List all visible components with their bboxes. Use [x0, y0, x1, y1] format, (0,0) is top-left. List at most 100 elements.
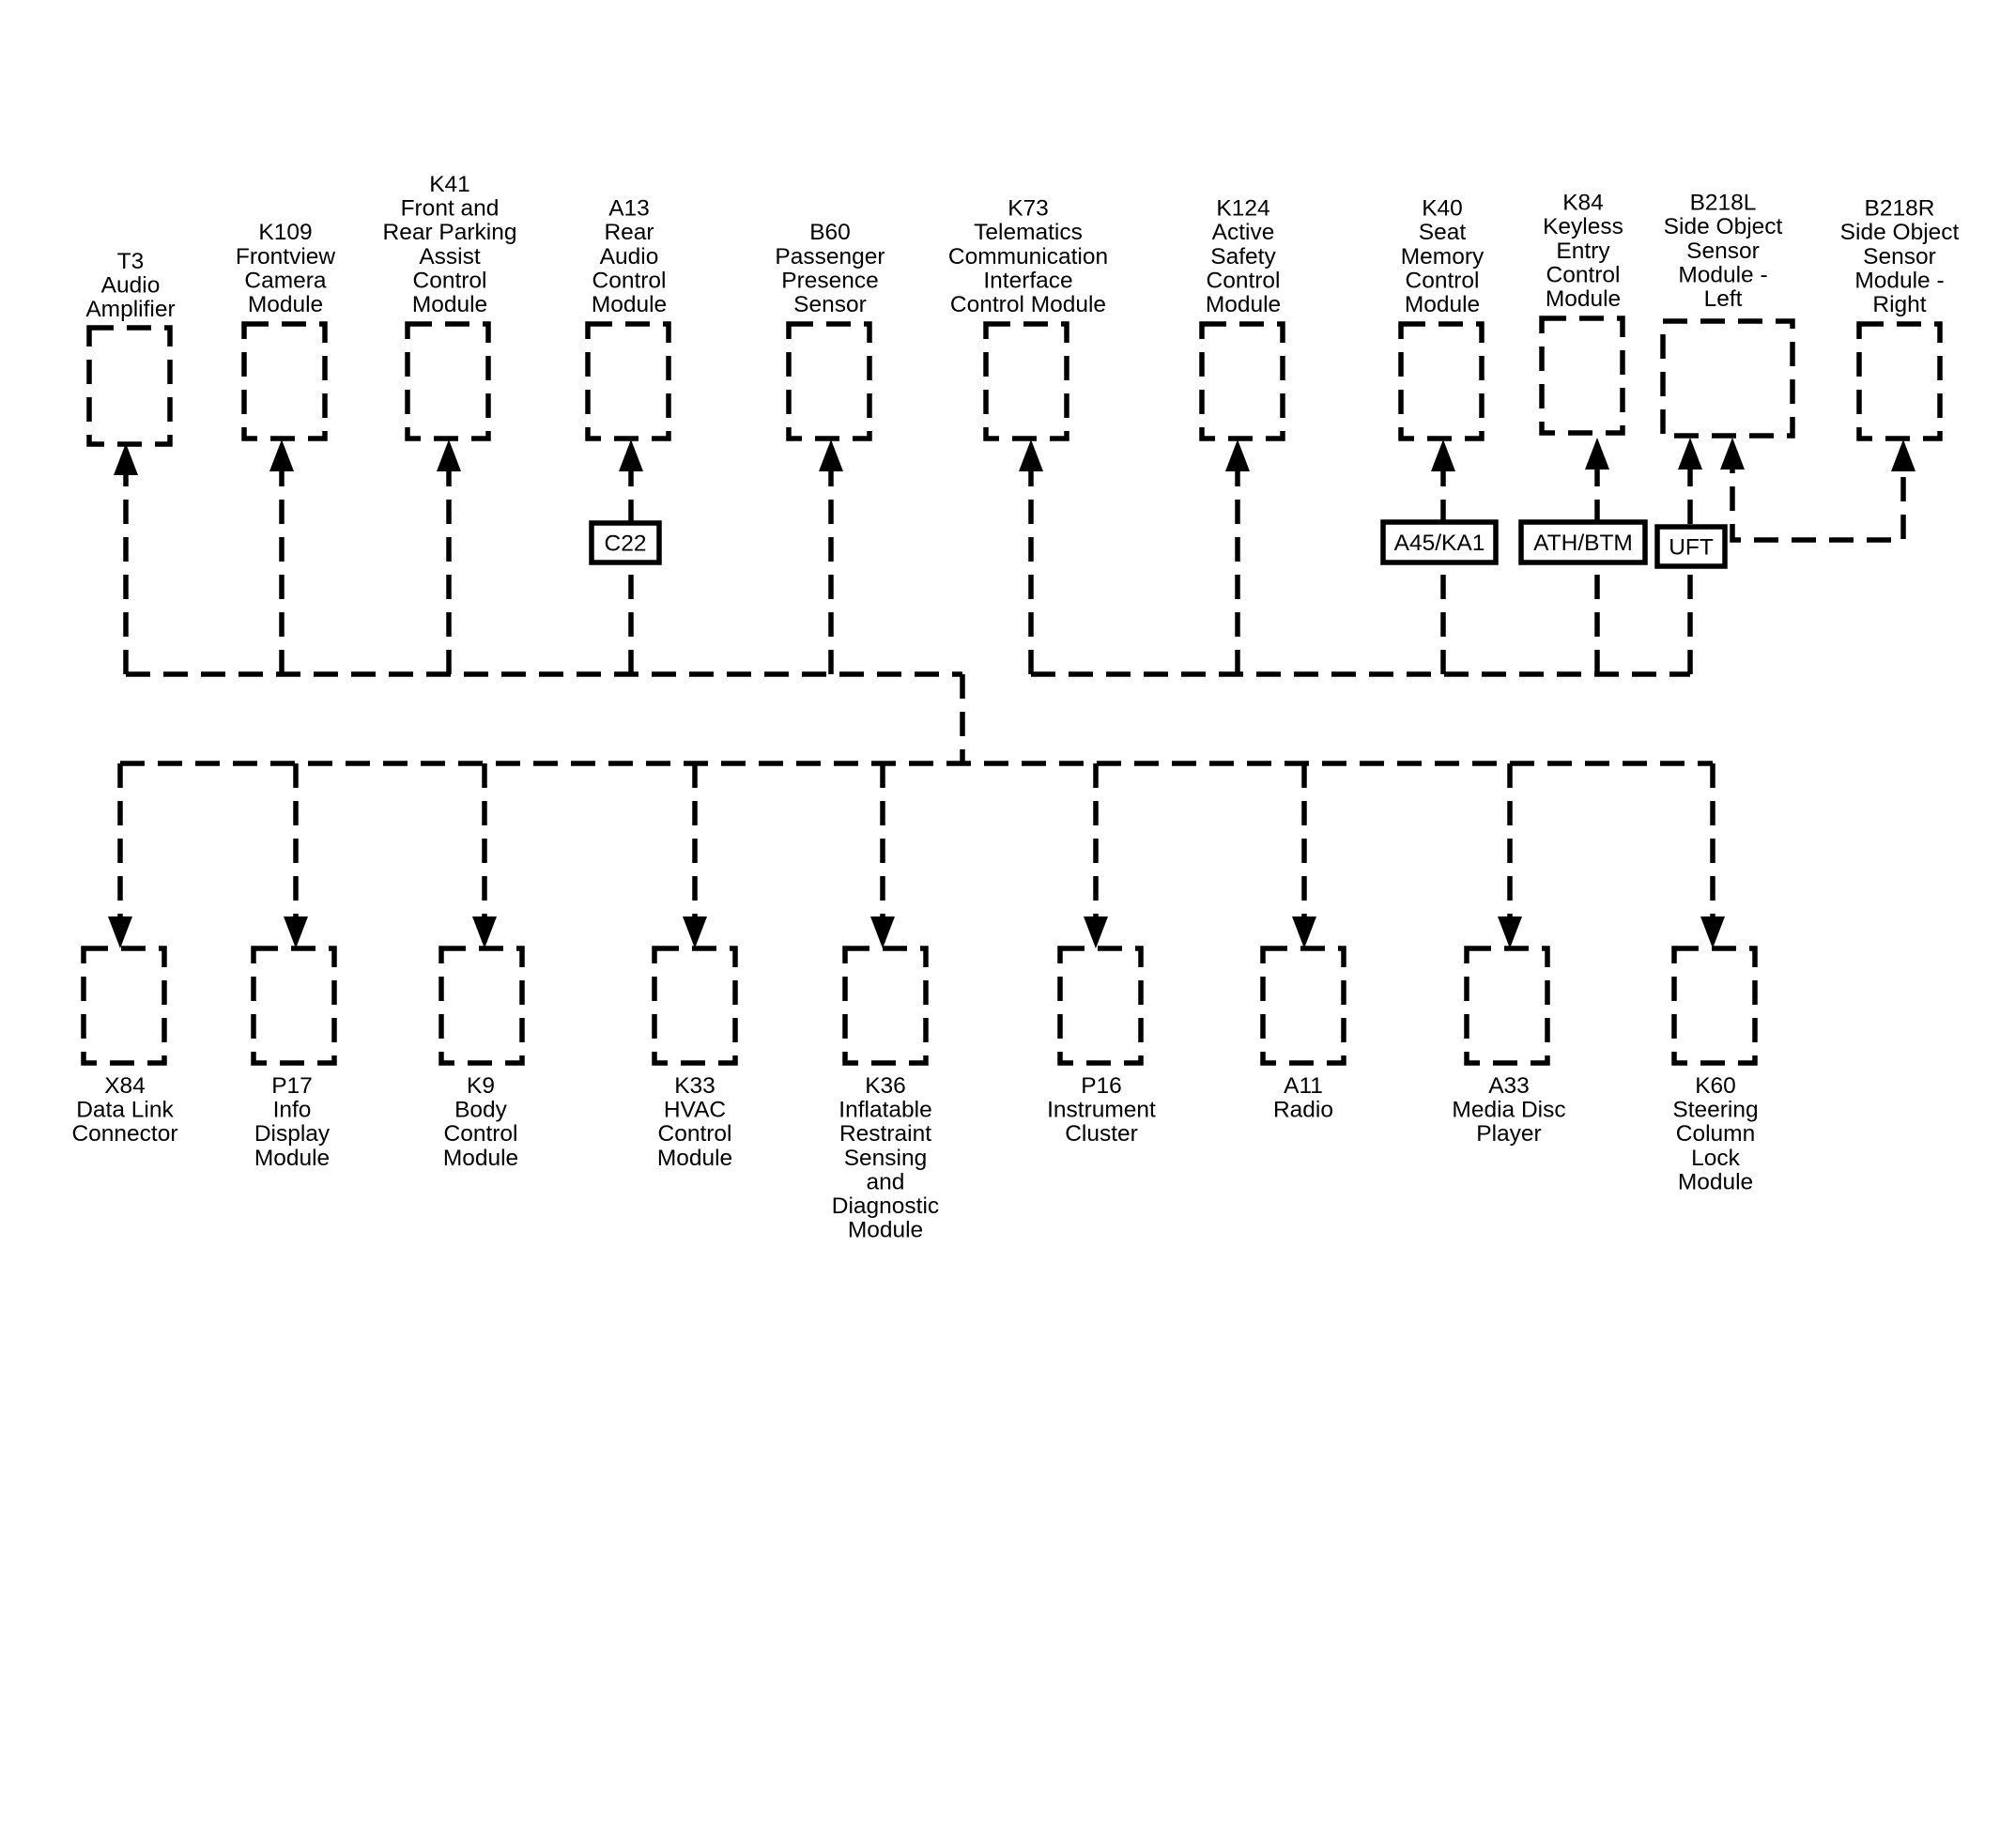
top-label-k109-line: K109	[258, 220, 312, 245]
top-label-b218r-line: Module -	[1854, 268, 1944, 293]
module-box-a13	[585, 321, 671, 441]
top-label-b218l-line: B218L	[1690, 191, 1757, 216]
up-arrow-icon	[1678, 438, 1702, 470]
bottom-label-k33-line: Module	[657, 1146, 732, 1171]
connector-box-uft	[1654, 524, 1728, 569]
module-box-k60	[1671, 946, 1758, 1066]
bottom-label-p16-line: Instrument	[1047, 1098, 1156, 1123]
connector-box-athbtm	[1518, 519, 1648, 565]
top-label-b218l-line: Side Object	[1664, 214, 1783, 239]
top-label-t3-line: T3	[117, 249, 145, 274]
module-box-k73	[983, 321, 1069, 441]
top-label-k40-line: K40	[1422, 196, 1463, 222]
top-label-b60-line: B60	[809, 220, 851, 245]
top-label-b218r-line: Sensor	[1863, 244, 1936, 270]
down-arrow-icon	[472, 916, 497, 948]
bottom-label-k36-line: K36	[865, 1073, 906, 1099]
top-label-a13-line: Audio	[600, 244, 659, 270]
up-arrow-icon	[1019, 439, 1043, 471]
top-label-k84-line: Module	[1546, 286, 1621, 312]
top-label-k73-line: Communication	[948, 244, 1108, 270]
arrowheads	[108, 438, 1915, 948]
bottom-label-k60-line: K60	[1695, 1073, 1736, 1099]
bottom-label-p17-line: Module	[254, 1146, 330, 1171]
top-label-k124-line: Module	[1206, 292, 1281, 317]
bottom-label-p16-line: P16	[1081, 1073, 1122, 1099]
bottom-label-k60-line: Steering	[1672, 1098, 1758, 1123]
module-box-k84	[1539, 316, 1625, 436]
down-arrow-icon	[1292, 916, 1316, 948]
bottom-label-k9-line: K9	[467, 1073, 495, 1099]
top-label-k109-line: Camera	[244, 268, 327, 293]
down-arrow-icon	[683, 916, 707, 948]
bottom-label-k36-line: Inflatable	[838, 1098, 931, 1123]
connector-label-a45ka1: A45/KA1	[1394, 531, 1485, 556]
top-label-k41-line: Control	[413, 268, 487, 293]
bottom-label-x84-line: Data Link	[76, 1098, 174, 1123]
module-box-k124	[1199, 321, 1285, 441]
connector-label-athbtm: ATH/BTM	[1533, 531, 1633, 556]
top-label-k109-line: Module	[248, 292, 323, 317]
bottom-label-k36-line: and	[867, 1169, 905, 1194]
connector-label-uft: UFT	[1669, 535, 1714, 561]
module-box-b218r	[1856, 321, 1943, 441]
top-label-b60-line: Passenger	[775, 244, 885, 270]
connector-box-c22	[589, 520, 662, 565]
top-label-k40-line: Seat	[1419, 220, 1467, 245]
up-arrow-icon	[1431, 439, 1455, 471]
up-arrow-icon	[114, 443, 138, 475]
bottom-label-p17-line: Info	[273, 1098, 312, 1123]
top-label-k109-line: Frontview	[236, 244, 336, 270]
top-label-k124-line: Active	[1212, 220, 1275, 245]
up-arrow-icon	[619, 439, 643, 471]
up-arrow-icon	[1225, 439, 1250, 471]
top-label-b218l-line: Left	[1704, 286, 1743, 312]
module-box-k33	[652, 946, 738, 1066]
bottom-label-k60-line: Lock	[1691, 1146, 1741, 1171]
down-arrow-icon	[870, 916, 895, 948]
top-label-b218l-line: Sensor	[1686, 239, 1760, 264]
top-label-k84-line: Entry	[1556, 239, 1610, 264]
bottom-label-k36-line: Diagnostic	[832, 1194, 939, 1219]
top-label-k84-line: Control	[1546, 262, 1621, 287]
top-label-a13-line: A13	[608, 196, 650, 222]
bottom-label-k33-line: K33	[674, 1073, 715, 1099]
bottom-label-k60-line: Column	[1676, 1121, 1755, 1147]
bottom-label-a33-line: A33	[1488, 1073, 1530, 1099]
down-arrow-icon	[284, 916, 308, 948]
top-label-k41-line: Assist	[419, 244, 481, 270]
top-label-b218r-line: B218R	[1865, 196, 1935, 222]
top-label-k124-line: K124	[1216, 196, 1269, 222]
bottom-label-k9-line: Module	[443, 1146, 518, 1171]
top-label-k124-line: Safety	[1210, 244, 1276, 270]
module-box-a11	[1260, 946, 1346, 1066]
bottom-label-p17-line: Display	[254, 1121, 331, 1147]
module-box-t3	[86, 325, 173, 447]
module-box-k36	[842, 946, 929, 1066]
bottom-label-x84-line: X84	[104, 1073, 146, 1099]
top-label-a13-line: Module	[592, 292, 667, 317]
bottom-label-k60-line: Module	[1678, 1169, 1753, 1194]
top-label-k40-line: Memory	[1401, 244, 1485, 270]
module-box-b60	[786, 321, 872, 441]
bottom-label-p17-line: P17	[271, 1073, 313, 1099]
top-label-b218r-line: Side Object	[1840, 220, 1960, 245]
top-label-k73-line: Telematics	[974, 220, 1083, 245]
bottom-label-a33-line: Media Disc	[1452, 1098, 1565, 1123]
top-label-a13-line: Control	[592, 268, 667, 293]
top-label-t3-line: Amplifier	[85, 297, 175, 322]
top-label-k84-line: Keyless	[1543, 214, 1623, 239]
top-label-k73-line: Control Module	[950, 292, 1106, 317]
bottom-label-a33-line: Player	[1476, 1121, 1541, 1147]
